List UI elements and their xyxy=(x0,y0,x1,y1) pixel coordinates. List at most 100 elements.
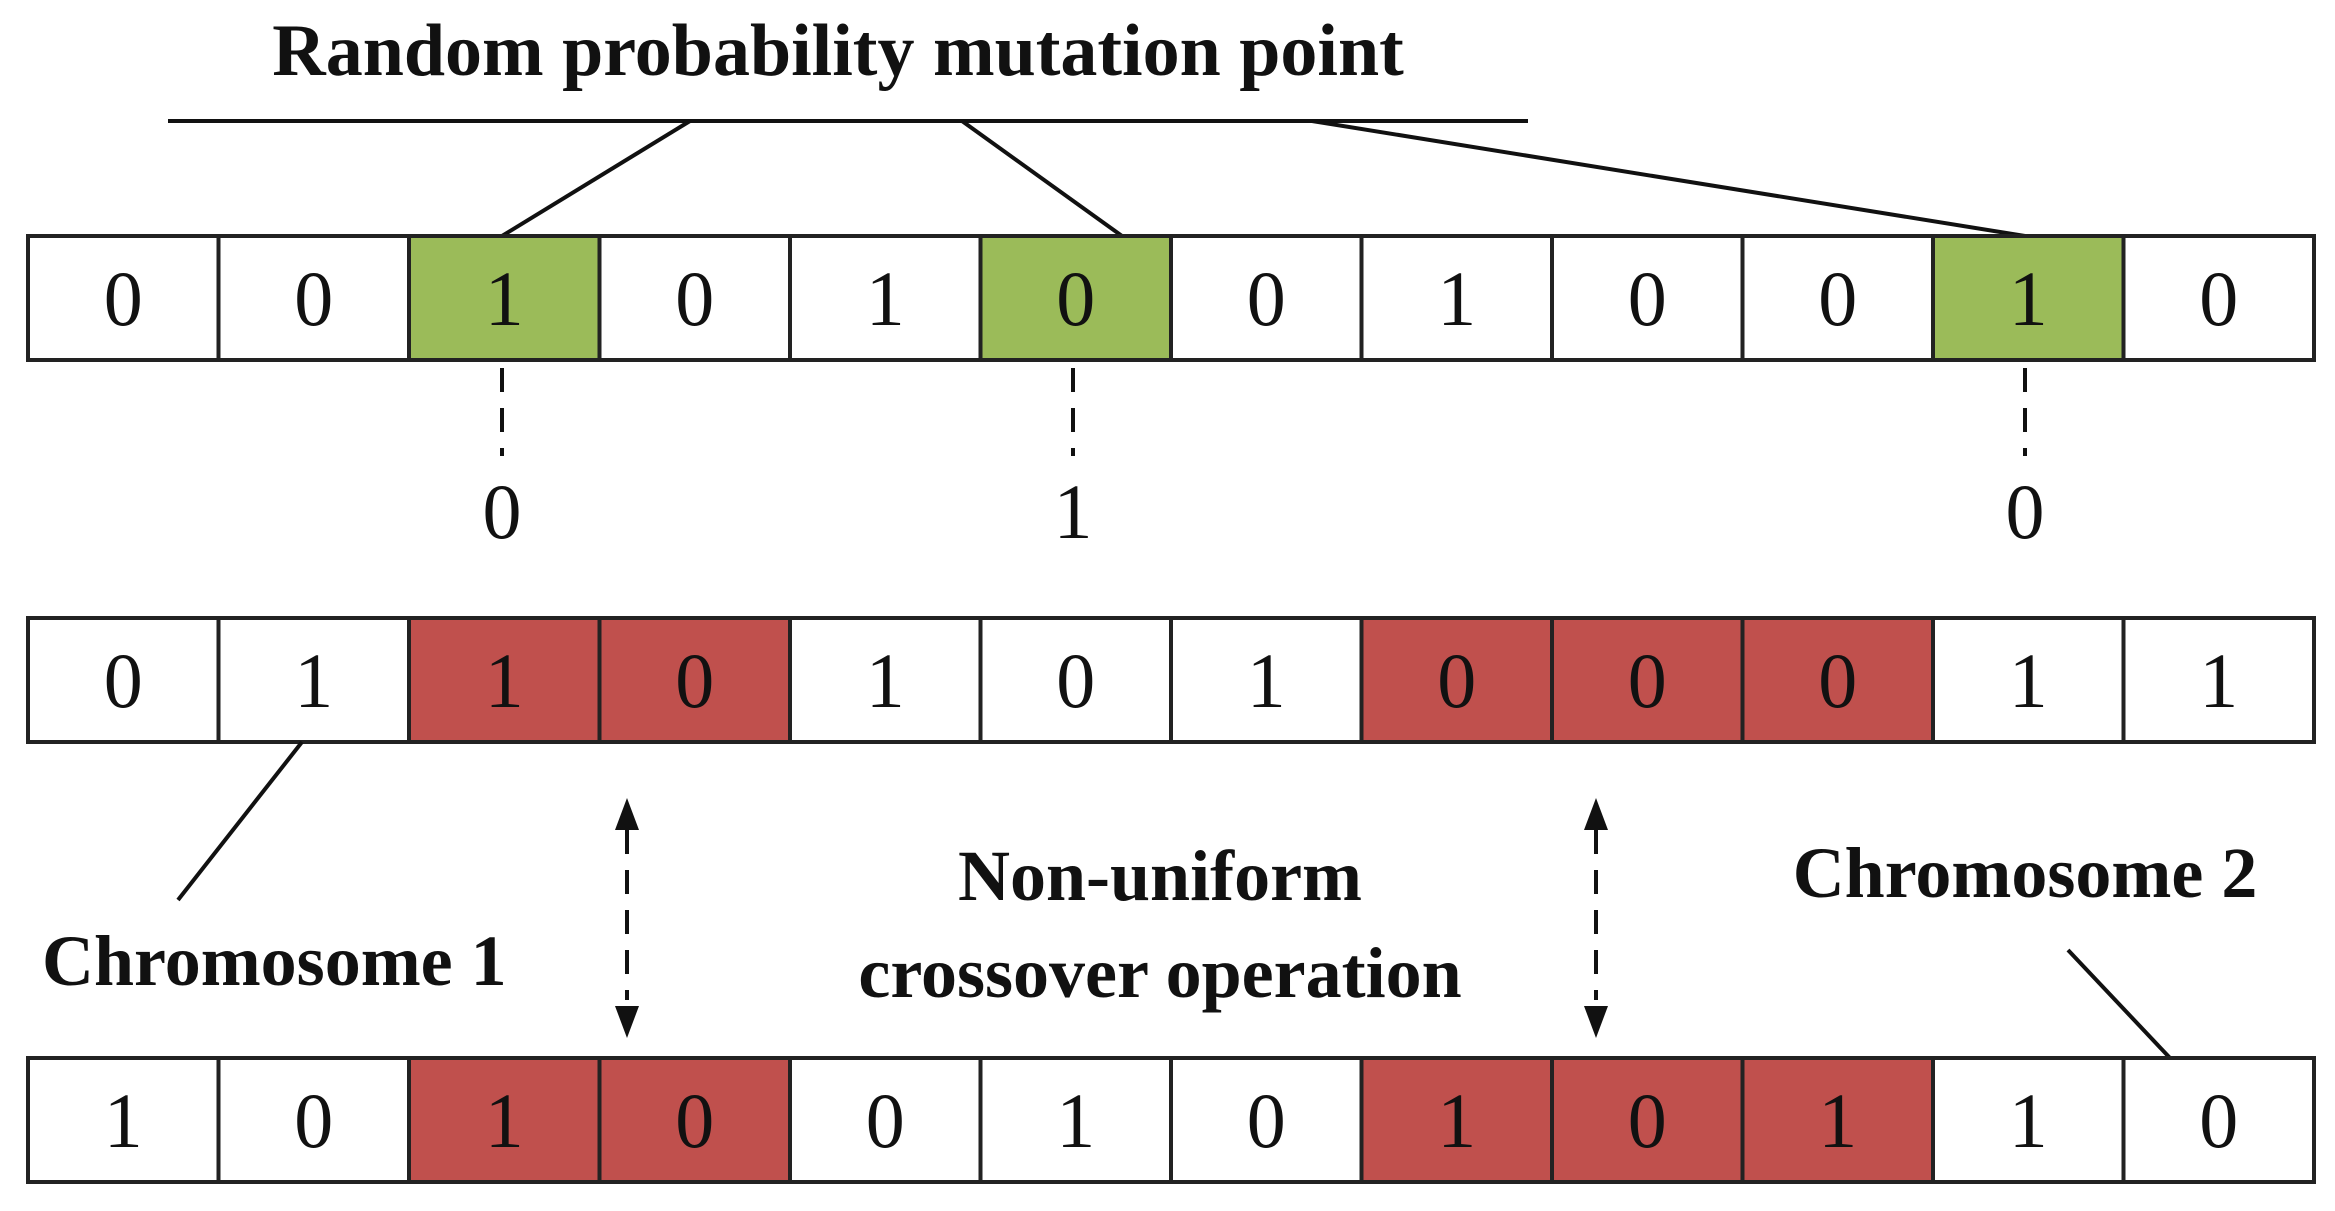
cell-box xyxy=(978,616,1173,744)
cell-bit-value: 1 xyxy=(2199,637,2238,724)
highlighted-cell-box xyxy=(407,616,602,744)
cell-bit-value: 0 xyxy=(1818,637,1857,724)
mutated-value-1: 0 xyxy=(483,468,522,555)
cell-bit-value: 0 xyxy=(1818,255,1857,342)
chromosome1-label: Chromosome 1 xyxy=(42,921,507,1001)
cell-bit-value: 1 xyxy=(1247,637,1286,724)
chromosome1-cell: 0 xyxy=(1550,616,1745,744)
cell-bit-value: 1 xyxy=(2009,1077,2048,1164)
chromosome2-cell: 0 xyxy=(1169,1056,1364,1184)
cell-bit-value: 0 xyxy=(675,1077,714,1164)
mutation-cell: 1 xyxy=(407,234,602,362)
chromosome2-cell: 0 xyxy=(1550,1056,1745,1184)
cell-bit-value: 0 xyxy=(675,637,714,724)
chromosome1-cell: 0 xyxy=(1359,616,1554,744)
cell-bit-value: 0 xyxy=(675,255,714,342)
cell-bit-value: 0 xyxy=(1247,1077,1286,1164)
cell-box xyxy=(1169,616,1364,744)
chromosome2-cell: 0 xyxy=(788,1056,983,1184)
cell-bit-value: 0 xyxy=(104,255,143,342)
mutation-cell: 0 xyxy=(597,234,792,362)
cell-bit-value: 0 xyxy=(104,637,143,724)
cell-bit-value: 1 xyxy=(2009,255,2048,342)
cell-bit-value: 0 xyxy=(1437,637,1476,724)
cell-bit-value: 1 xyxy=(104,1077,143,1164)
mutation-cell: 0 xyxy=(1169,234,1364,362)
cell-box xyxy=(2121,616,2316,744)
cell-box xyxy=(216,234,411,362)
cell-box xyxy=(2121,234,2316,362)
cell-box xyxy=(216,616,411,744)
cell-bit-value: 0 xyxy=(1247,255,1286,342)
mutation-cell: 0 xyxy=(216,234,411,362)
mutated-value-3: 0 xyxy=(2006,468,2045,555)
cell-bit-value: 1 xyxy=(1437,1077,1476,1164)
chromosome1-cell: 1 xyxy=(1169,616,1364,744)
chromosome1-cell: 1 xyxy=(2121,616,2316,744)
mutation-leader-line-2 xyxy=(960,119,1124,238)
chromosome1-cell: 1 xyxy=(788,616,983,744)
cell-bit-value: 1 xyxy=(485,255,524,342)
highlighted-cell-box xyxy=(1740,616,1935,744)
mutation-cell: 1 xyxy=(788,234,983,362)
highlighted-cell-box xyxy=(1550,616,1745,744)
crossover-label-line1: Non-uniform xyxy=(958,836,1362,916)
chromosome1-cell: 1 xyxy=(407,616,602,744)
cell-bit-value: 0 xyxy=(1628,1077,1667,1164)
cell-box xyxy=(2121,1056,2316,1184)
highlighted-cell-box xyxy=(407,234,602,362)
chromosome2-leader-line xyxy=(2066,948,2172,1060)
mutation-cell: 1 xyxy=(1931,234,2126,362)
cell-bit-value: 0 xyxy=(1056,255,1095,342)
cell-bit-value: 1 xyxy=(294,637,333,724)
chromosome2-cell: 1 xyxy=(26,1056,221,1184)
mutated-value-2: 1 xyxy=(1054,468,1093,555)
cell-box xyxy=(1931,1056,2126,1184)
chromosome1-cell: 0 xyxy=(26,616,221,744)
cell-bit-value: 0 xyxy=(294,1077,333,1164)
mutation-cell: 0 xyxy=(26,234,221,362)
chromosome2-cell: 1 xyxy=(1740,1056,1935,1184)
cell-bit-value: 1 xyxy=(485,637,524,724)
crossover-arrow-left xyxy=(615,798,639,1038)
chromosome1-cell: 0 xyxy=(978,616,1173,744)
mutation-cell: 0 xyxy=(978,234,1173,362)
cell-bit-value: 1 xyxy=(1056,1077,1095,1164)
mutation-leader-line-3 xyxy=(1311,119,2026,238)
chromosome2-label: Chromosome 2 xyxy=(1793,833,2258,913)
chromosome1-cell: 0 xyxy=(597,616,792,744)
cell-box xyxy=(216,1056,411,1184)
diagram-title: Random probability mutation point xyxy=(272,10,1404,92)
cell-box xyxy=(1931,616,2126,744)
highlighted-cell-box xyxy=(1740,1056,1935,1184)
mutation-cell: 1 xyxy=(1359,234,1554,362)
cell-bit-value: 1 xyxy=(866,255,905,342)
crossover-label-line2: crossover operation xyxy=(858,933,1461,1013)
mutation-leader-line-1 xyxy=(500,119,692,238)
cell-bit-value: 0 xyxy=(1628,637,1667,724)
chromosome1-leader-line xyxy=(176,740,304,902)
chromosome1-cell: 1 xyxy=(1931,616,2126,744)
mutation-cell: 0 xyxy=(1740,234,1935,362)
mutation-cell: 0 xyxy=(2121,234,2316,362)
highlighted-cell-box xyxy=(597,616,792,744)
cell-bit-value: 0 xyxy=(1628,255,1667,342)
cell-bit-value: 0 xyxy=(1056,637,1095,724)
cell-bit-value: 1 xyxy=(485,1077,524,1164)
cell-bit-value: 1 xyxy=(1437,255,1476,342)
highlighted-cell-box xyxy=(597,1056,792,1184)
cell-box xyxy=(1550,234,1745,362)
highlighted-cell-box xyxy=(407,1056,602,1184)
cell-bit-value: 1 xyxy=(866,637,905,724)
cell-bit-value: 0 xyxy=(2199,1077,2238,1164)
chromosome2-cell: 1 xyxy=(1359,1056,1554,1184)
mutation-cell: 0 xyxy=(1550,234,1745,362)
cell-box xyxy=(26,616,221,744)
cell-box xyxy=(978,1056,1173,1184)
chromosome2-cell: 0 xyxy=(2121,1056,2316,1184)
cell-bit-value: 0 xyxy=(294,255,333,342)
chromosome2-cell: 1 xyxy=(978,1056,1173,1184)
